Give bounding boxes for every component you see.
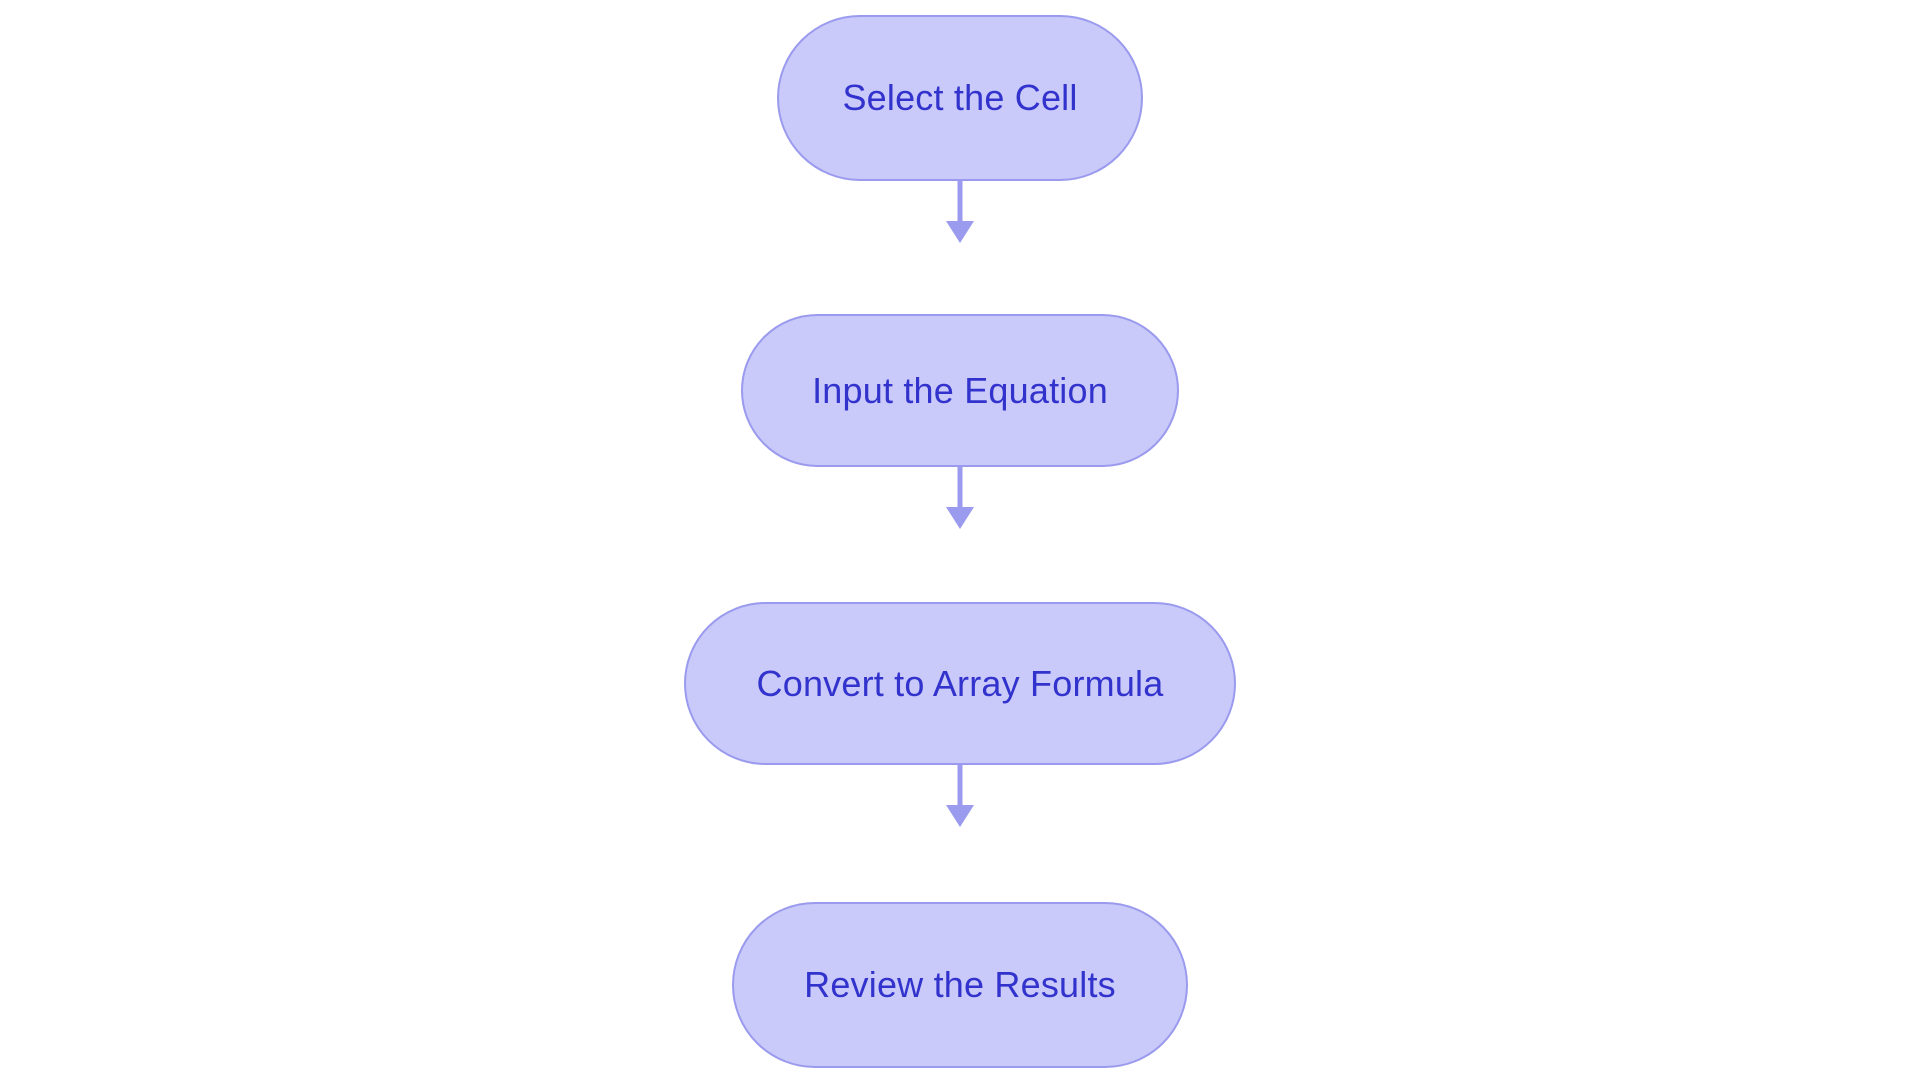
flowchart-node-input-the-equation[interactable]: Input the Equation xyxy=(741,314,1179,467)
flowchart-connector-convert-to-review xyxy=(940,765,980,827)
arrow-down-icon xyxy=(946,805,974,827)
flowchart-node-label: Input the Equation xyxy=(812,369,1108,411)
connector-line xyxy=(957,467,963,507)
flowchart-node-label: Review the Results xyxy=(804,964,1116,1005)
arrow-down-icon xyxy=(946,221,974,243)
flowchart-node-label: Select the Cell xyxy=(842,77,1078,118)
connector-line xyxy=(957,181,963,221)
flowchart-node-review-the-results[interactable]: Review the Results xyxy=(732,902,1188,1068)
flowchart-node-select-the-cell[interactable]: Select the Cell xyxy=(777,15,1143,181)
flowchart-connector-input-to-convert xyxy=(940,467,980,529)
arrow-down-icon xyxy=(946,507,974,529)
connector-line xyxy=(957,765,963,805)
flowchart-node-label: Convert to Array Formula xyxy=(756,662,1164,704)
flowchart-node-convert-to-array-formula[interactable]: Convert to Array Formula xyxy=(684,602,1236,765)
flowchart-connector-select-to-input xyxy=(940,181,980,243)
